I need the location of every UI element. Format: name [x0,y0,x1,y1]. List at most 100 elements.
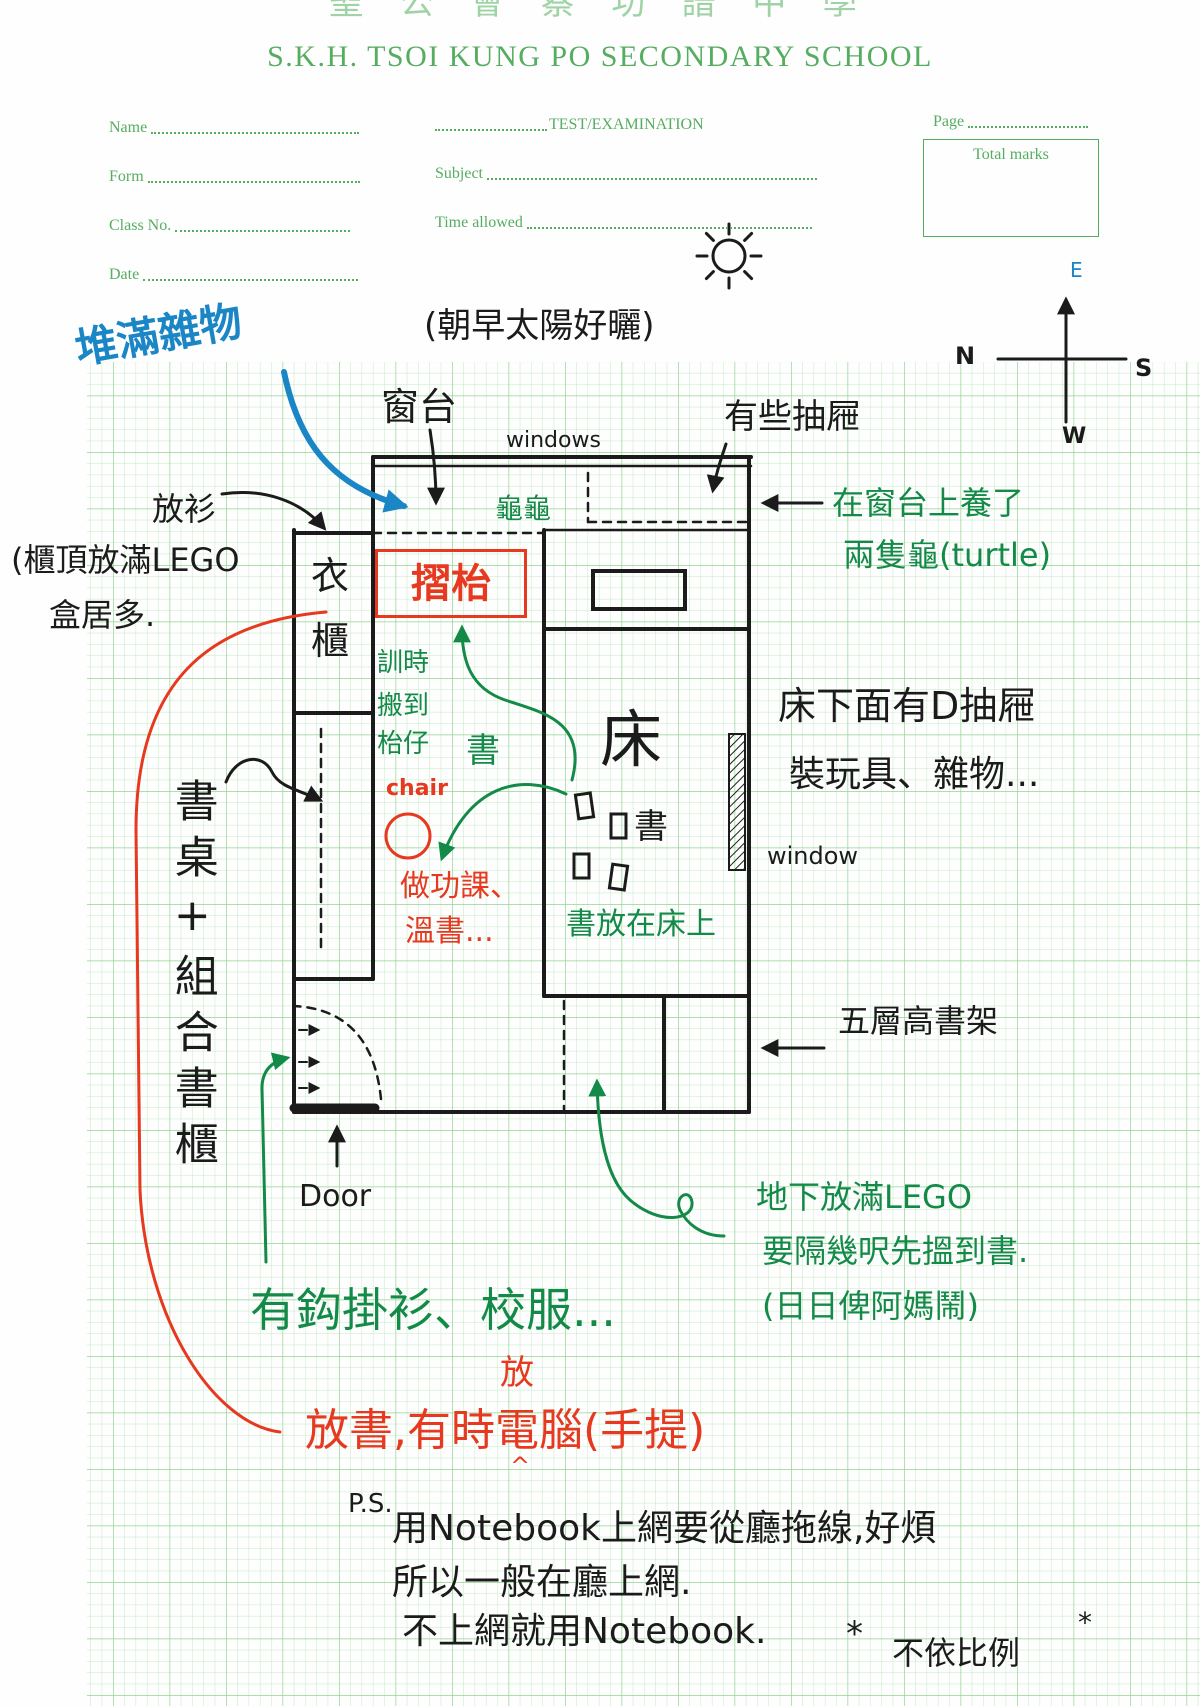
sun-note: (朝早太陽好曬) [424,306,655,346]
folding-note-line-2: 搬到 [377,691,430,721]
book-icon [572,852,591,880]
time-allowed-field: Time allowed [435,213,814,232]
date-label: Date [109,266,140,283]
book-icon [573,791,596,821]
class-no-label: Class No. [109,217,172,234]
wardrobe-and-desk [292,531,375,981]
book-icon [607,862,630,892]
date-field: Date [109,265,360,284]
bed-drawer-note-line-2: 裝玩具、雜物... [789,754,1040,795]
hook-arrow [260,1052,291,1264]
ps-label: P.S. [348,1489,393,1519]
desk-use-insertion: 放 [500,1353,534,1393]
clothes-arrow [220,491,327,531]
name-field-line [151,128,360,135]
page-field-line [968,122,1089,129]
page-label: Page [933,113,965,130]
subject-field: Subject [435,164,819,183]
compass-north-label: N [955,342,976,370]
time-allowed-field-line [526,223,812,230]
date-field-line [143,275,359,282]
window-sill [371,471,751,535]
page-field: Page [933,112,1090,131]
subject-label: Subject [435,165,483,182]
scale-note-asterisk-right: * [1078,1606,1092,1639]
books-on-bed [572,791,630,892]
ps-line-2: 所以一般在廳上網. [392,1562,692,1603]
clothes-note: 放衫 [152,490,217,528]
side-window-label: window [767,842,859,870]
homework-note-line-1: 做功課、 [400,869,520,904]
wardrobe-label-1: 衣 [311,554,350,598]
bed-books-note: 書放在床上 [566,907,716,942]
clutter-arrow [281,369,409,513]
pillow [591,569,687,611]
hook-note: 有鈎掛衫、校服... [250,1283,616,1337]
homework-note-line-2: 溫書... [405,914,494,949]
bed [542,528,751,998]
bed-drawer-note-line-1: 床下面有D抽屜 [778,684,1036,728]
lego-box-note-line-1: (櫃頂放滿LEGO [11,541,240,579]
bed-books-label: 書 [634,807,668,847]
desk-use-curve [134,610,328,1434]
books-to-table-arrow [453,624,577,782]
school-name-chinese: 聖 公 會 蔡 功 譜 中 學 [329,0,871,22]
floor-note-line-3: (日日俾阿媽鬧) [762,1287,979,1325]
form-field: Form [109,167,362,186]
compass-west-label: W [1062,424,1087,449]
compass-east-label: E [1070,258,1083,282]
scale-note-asterisk-left: * [846,1614,863,1654]
floor-note-line-2: 要隔幾呎先搵到書. [762,1232,1029,1270]
class-no-field-line [175,226,351,233]
sill-turtles-label: 龜龜 [495,492,552,525]
ps-line-3: 不上網就用Notebook. [402,1611,767,1652]
name-label: Name [109,119,148,136]
book-icon [609,812,628,840]
folding-note-line-3: 枱仔 [377,729,430,759]
subject-field-line [487,174,817,181]
sill-arrow [426,428,445,506]
sill-label: 窗台 [381,385,458,429]
turtle-note-line-2: 兩隻龜(turtle) [843,536,1052,574]
school-name-english: S.K.H. TSOI KUNG PO SECONDARY SCHOOL [267,40,933,73]
graph-paper-grid [87,362,1200,1706]
name-field: Name [109,118,361,137]
desk-use-caret: ^ [510,1452,531,1480]
class-no-field: Class No. [109,216,352,235]
exam-field: TEST/EXAMINATION [435,115,704,134]
scale-note: 不依比例 [892,1634,1021,1672]
form-field-line [147,177,360,184]
folding-note-line-1: 訓時 [377,648,430,678]
books-label-green: 書 [466,731,500,771]
time-allowed-label: Time allowed [435,214,523,231]
shelf-note: 五層高書架 [838,1002,999,1040]
door [289,1004,383,1113]
turtle-note-line-1: 在窗台上養了 [832,484,1025,522]
books-to-chair-arrow [438,782,568,862]
chair-circle [384,812,432,860]
chair-label: chair [386,776,448,801]
bed-label: 床 [600,703,663,776]
total-marks-label: Total marks [973,146,1049,163]
drawers-note: 有些抽屜 [724,397,860,437]
sun-icon [695,222,763,290]
drawers-arrow [706,442,728,494]
floor-lego-arrow [588,1078,726,1238]
folding-table: 摺枱 [375,549,527,618]
folding-table-label: 摺枱 [411,560,491,607]
compass-south-label: S [1135,354,1153,382]
form-label: Form [109,168,144,185]
floor-note-line-1: 地下放滿LEGO [756,1178,973,1216]
side-window [728,733,746,871]
total-marks-box: Total marks [923,139,1099,237]
door-label: Door [299,1179,372,1214]
desk-use-note: 放書,有時電腦(手提) [305,1405,706,1456]
windows-label: windows [506,428,601,453]
bookshelf [562,994,666,1114]
wardrobe-label-2: 櫃 [311,619,350,663]
exam-label: TEST/EXAMINATION [549,116,704,133]
exam-field-line [435,125,547,132]
desk-label: 書桌+組合書櫃 [166,778,218,1177]
